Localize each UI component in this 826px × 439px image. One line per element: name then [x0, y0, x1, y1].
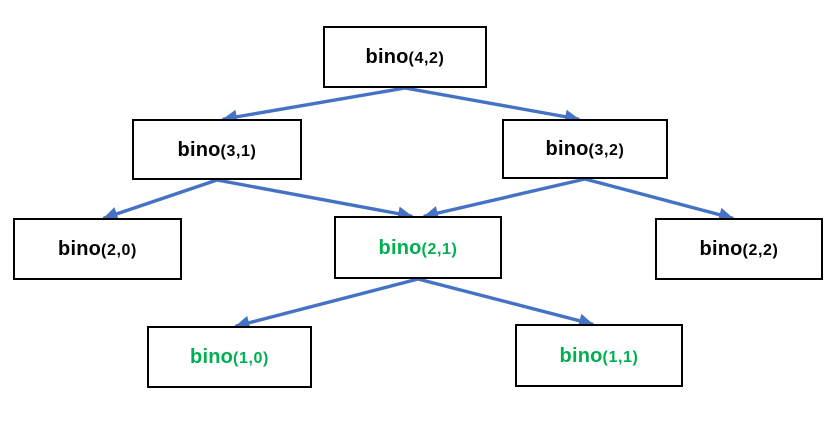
- node-bino-3-2: bino(3,2): [502, 119, 668, 179]
- node-label: bino(1,1): [560, 346, 639, 366]
- function-args-text: (1,1): [602, 348, 639, 366]
- edge-bino-3-1-to-bino-2-1: [215, 178, 413, 221]
- node-label: bino(2,1): [379, 238, 458, 258]
- function-name-text: bino: [559, 344, 603, 367]
- node-label: bino(2,0): [58, 239, 137, 259]
- edge-bino-3-2-to-bino-2-1: [423, 177, 587, 221]
- node-label: bino(3,1): [178, 140, 257, 160]
- node-label: bino(3,2): [546, 139, 625, 159]
- edge-bino-3-2-to-bino-2-2: [583, 177, 734, 222]
- node-bino-2-0: bino(2,0): [13, 218, 182, 280]
- function-name-text: bino: [58, 238, 102, 260]
- function-args-text: (1,0): [233, 350, 269, 367]
- node-label: bino(2,2): [700, 239, 779, 259]
- function-name-text: bino: [699, 238, 743, 260]
- function-name-text: bino: [190, 346, 234, 368]
- node-label: bino(4,2): [366, 47, 445, 67]
- edge-bino-2-1-to-bino-1-1: [416, 277, 594, 328]
- function-args-text: (3,2): [588, 142, 625, 159]
- function-args-text: (2,1): [421, 240, 458, 258]
- edge-bino-2-1-to-bino-1-0: [234, 277, 420, 330]
- function-name-text: bino: [378, 236, 422, 259]
- function-args-text: (2,0): [101, 242, 137, 259]
- node-bino-3-1: bino(3,1): [132, 119, 302, 180]
- function-name-text: bino: [545, 138, 589, 160]
- function-name-text: bino: [365, 46, 409, 68]
- node-bino-1-1: bino(1,1): [515, 324, 683, 387]
- node-label: bino(1,0): [190, 347, 269, 367]
- node-bino-1-0: bino(1,0): [147, 326, 312, 388]
- edge-bino-3-1-to-bino-2-0: [102, 178, 219, 221]
- node-bino-2-2: bino(2,2): [655, 218, 823, 280]
- function-name-text: bino: [177, 138, 221, 161]
- function-args-text: (4,2): [408, 50, 445, 67]
- edge-bino-4-2-to-bino-3-1: [222, 86, 407, 124]
- edge-bino-4-2-to-bino-3-2: [403, 86, 580, 124]
- function-args-text: (3,1): [220, 142, 257, 160]
- node-bino-4-2: bino(4,2): [323, 26, 487, 88]
- node-bino-2-1: bino(2,1): [334, 216, 502, 279]
- function-args-text: (2,2): [742, 242, 779, 259]
